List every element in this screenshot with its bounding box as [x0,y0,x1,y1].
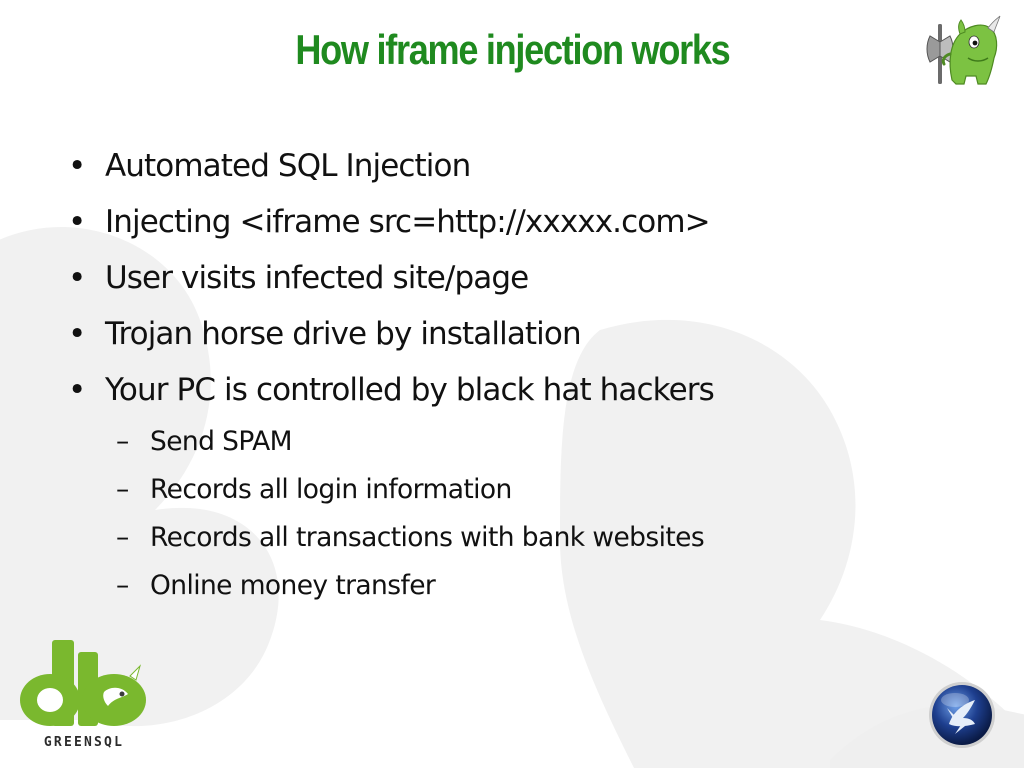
sub-bullet-item: – Send SPAM [0,418,1024,466]
bullet-list: • Automated SQL Injection • Injecting <i… [0,138,1024,418]
sub-bullet-text: Records all login information [150,474,512,505]
bullet-marker: • [68,260,86,296]
dash-marker: – [116,474,129,505]
bullet-item: • Your PC is controlled by black hat hac… [0,362,1024,418]
sub-bullet-item: – Records all login information [0,466,1024,514]
bullet-text: Trojan horse drive by installation [105,316,582,352]
bullet-text: Automated SQL Injection [105,148,471,184]
bullet-item: • Injecting <iframe src=http://xxxxx.com… [0,194,1024,250]
greensql-wordmark: GREENSQL [44,735,124,750]
green-rhino-with-axe-icon [926,15,1001,85]
bullet-marker: • [68,204,86,240]
sub-bullet-text: Records all transactions with bank websi… [150,522,705,553]
bullet-text: Injecting <iframe src=http://xxxxx.com> [105,204,711,240]
sub-bullet-item: – Records all transactions with bank web… [0,514,1024,562]
sub-bullet-list: – Send SPAM – Records all login informat… [0,418,1024,610]
bullet-marker: • [68,372,86,408]
sub-bullet-item: – Online money transfer [0,562,1024,610]
greensql-logo: GREENSQL [20,640,146,750]
dash-marker: – [116,522,129,553]
slide-title: How iframe injection works [295,26,730,73]
bullet-text: Your PC is controlled by black hat hacke… [105,372,715,408]
sub-bullet-text: Send SPAM [150,426,292,457]
bullet-item: • Trojan horse drive by installation [0,306,1024,362]
bullet-item: • User visits infected site/page [0,250,1024,306]
sub-bullet-text: Online money transfer [150,570,436,601]
dash-marker: – [116,570,129,601]
slide-content: • Automated SQL Injection • Injecting <i… [0,138,1024,610]
bullet-text: User visits infected site/page [105,260,529,296]
bullet-marker: • [68,316,86,352]
bullet-marker: • [68,148,86,184]
dash-marker: – [116,426,129,457]
owasp-wasp-icon [929,682,995,748]
bullet-item: • Automated SQL Injection [0,138,1024,194]
